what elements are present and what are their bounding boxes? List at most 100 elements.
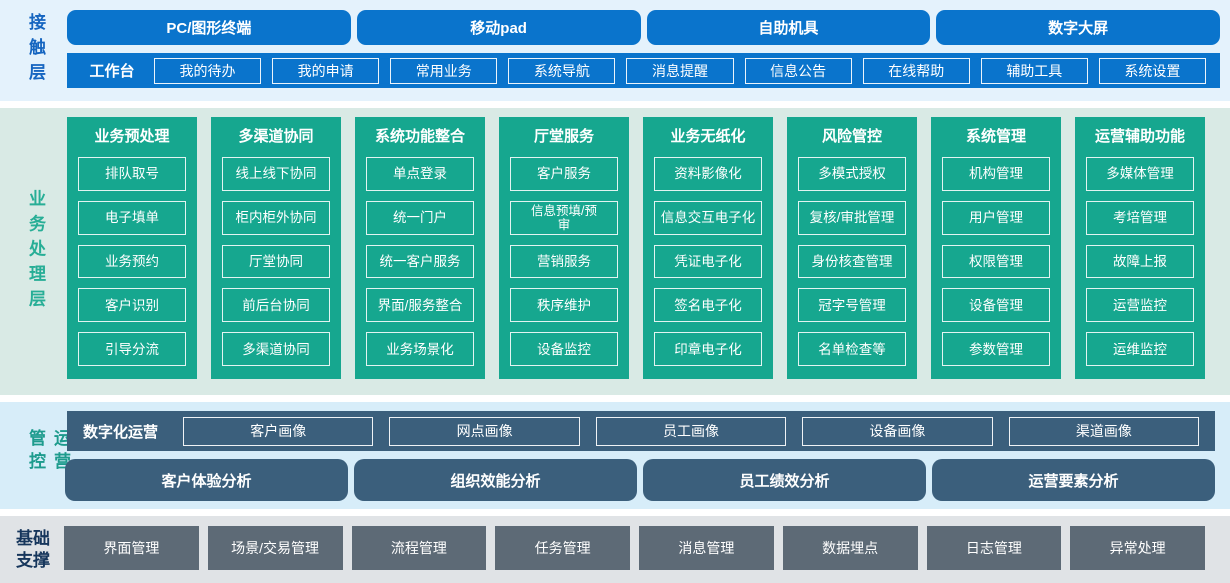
column-item: 业务预约 — [78, 244, 186, 279]
column-item: 印章电子化 — [654, 332, 762, 366]
column-title: 系统功能整合 — [374, 128, 465, 145]
column-item: 运维监控 — [1086, 332, 1194, 366]
channel-item: 数字大屏 — [936, 10, 1220, 45]
column-item: 秩序维护 — [510, 288, 618, 323]
foundation-item: 任务管理 — [495, 526, 630, 570]
foundation-item: 流程管理 — [351, 526, 487, 570]
column-item: 冠字号管理 — [798, 288, 906, 323]
foundation-item: 异常处理 — [1070, 526, 1205, 570]
column-item: 前后台协同 — [222, 288, 330, 323]
column-item: 多媒体管理 — [1086, 157, 1194, 191]
column-item: 界面/服务整合 — [366, 288, 474, 323]
column-item: 复核/审批管理 — [798, 200, 906, 235]
column-title: 业务无纸化 — [670, 128, 746, 145]
contact-layer: 接触层 PC/图形终端 移动pad 自助机具 数字大屏 工作台 我的待办 我的申… — [0, 0, 1230, 101]
workbench-item: 我的待办 — [154, 57, 262, 84]
column-item: 统一门户 — [366, 200, 474, 235]
business-column: 运营辅助功能 多媒体管理 考培管理 故障上报 运营监控 运维监控 — [1075, 117, 1205, 379]
business-column: 系统管理 机构管理 用户管理 权限管理 设备管理 参数管理 — [931, 117, 1061, 379]
column-item: 名单检查等 — [798, 332, 906, 366]
column-title: 风险管控 — [821, 128, 882, 145]
column-item: 签名电子化 — [654, 288, 762, 323]
column-item: 单点登录 — [366, 157, 474, 191]
column-item: 线上线下协同 — [222, 157, 330, 191]
column-item: 客户识别 — [78, 288, 186, 323]
business-column: 系统功能整合 单点登录 统一门户 统一客户服务 界面/服务整合 业务场景化 — [355, 117, 485, 379]
foundation-layer-label: 基础支撑 — [16, 528, 50, 570]
column-cells: 多模式授权 复核/审批管理 身份核查管理 冠字号管理 名单检查等 — [798, 157, 906, 366]
business-columns: 业务预处理 排队取号 电子填单 业务预约 客户识别 引导分流 多渠道协同 线上线… — [67, 117, 1205, 379]
column-item: 信息交互电子化 — [654, 200, 762, 235]
workbench-item: 信息公告 — [744, 57, 852, 84]
column-item: 引导分流 — [78, 332, 186, 366]
column-item: 身份核查管理 — [798, 244, 906, 279]
column-title: 业务预处理 — [94, 128, 170, 145]
workbench-bar: 工作台 我的待办 我的申请 常用业务 系统导航 消息提醒 信息公告 在线帮助 辅… — [67, 53, 1220, 88]
workbench-item: 在线帮助 — [862, 57, 970, 84]
portrait-item: 渠道画像 — [1008, 416, 1200, 446]
column-item: 营销服务 — [510, 244, 618, 279]
column-item: 设备管理 — [942, 288, 1050, 323]
column-item: 凭证电子化 — [654, 244, 762, 279]
analysis-item: 运营要素分析 — [932, 459, 1215, 501]
analysis-row: 客户体验分析 组织效能分析 员工绩效分析 运营要素分析 — [65, 459, 1215, 501]
operation-layer: 运营管控 数字化运营 客户画像 网点画像 员工画像 设备画像 渠道画像 客户体验… — [0, 402, 1230, 509]
foundation-item: 场景/交易管理 — [207, 526, 343, 570]
column-cells: 多媒体管理 考培管理 故障上报 运营监控 运维监控 — [1086, 157, 1194, 366]
analysis-item: 组织效能分析 — [354, 459, 637, 501]
workbench-item: 系统设置 — [1098, 57, 1206, 84]
column-item: 信息预填/预审 — [510, 200, 618, 235]
channel-item: 移动pad — [356, 10, 641, 45]
channel-row: PC/图形终端 移动pad 自助机具 数字大屏 — [67, 10, 1220, 45]
column-cells: 机构管理 用户管理 权限管理 设备管理 参数管理 — [942, 157, 1050, 366]
column-item: 多渠道协同 — [222, 332, 330, 366]
column-item: 厅堂协同 — [222, 244, 330, 279]
business-column: 厅堂服务 客户服务 信息预填/预审 营销服务 秩序维护 设备监控 — [499, 117, 629, 379]
analysis-item: 客户体验分析 — [65, 459, 348, 501]
column-item: 客户服务 — [510, 157, 618, 191]
digital-operation-label: 数字化运营 — [83, 423, 159, 441]
analysis-item: 员工绩效分析 — [643, 459, 926, 501]
column-item: 考培管理 — [1086, 200, 1194, 235]
column-item: 设备监控 — [510, 332, 618, 366]
contact-layer-label: 接触层 — [26, 13, 45, 88]
column-item: 多模式授权 — [798, 157, 906, 191]
business-column: 多渠道协同 线上线下协同 柜内柜外协同 厅堂协同 前后台协同 多渠道协同 — [211, 117, 341, 379]
business-column: 业务预处理 排队取号 电子填单 业务预约 客户识别 引导分流 — [67, 117, 197, 379]
business-layer: 业务处理层 业务预处理 排队取号 电子填单 业务预约 客户识别 引导分流 多渠道… — [0, 108, 1230, 395]
business-column: 风险管控 多模式授权 复核/审批管理 身份核查管理 冠字号管理 名单检查等 — [787, 117, 917, 379]
column-item: 权限管理 — [942, 244, 1050, 279]
foundation-item: 消息管理 — [639, 526, 774, 570]
portrait-item: 客户画像 — [183, 416, 374, 446]
column-cells: 资料影像化 信息交互电子化 凭证电子化 签名电子化 印章电子化 — [654, 157, 762, 366]
column-cells: 单点登录 统一门户 统一客户服务 界面/服务整合 业务场景化 — [366, 157, 474, 366]
business-column: 业务无纸化 资料影像化 信息交互电子化 凭证电子化 签名电子化 印章电子化 — [643, 117, 773, 379]
column-title: 厅堂服务 — [533, 128, 594, 145]
foundation-item: 界面管理 — [64, 526, 199, 570]
workbench-item: 辅助工具 — [980, 57, 1088, 84]
portrait-item: 设备画像 — [802, 416, 993, 446]
column-cells: 线上线下协同 柜内柜外协同 厅堂协同 前后台协同 多渠道协同 — [222, 157, 330, 366]
foundation-row: 界面管理 场景/交易管理 流程管理 任务管理 消息管理 数据埋点 日志管理 异常… — [64, 526, 1205, 570]
column-item: 参数管理 — [942, 332, 1050, 366]
channel-item: 自助机具 — [646, 10, 931, 45]
column-title: 多渠道协同 — [238, 128, 314, 145]
channel-item: PC/图形终端 — [67, 10, 351, 45]
column-item: 电子填单 — [78, 200, 186, 235]
workbench-item: 我的申请 — [272, 57, 380, 84]
foundation-item: 数据埋点 — [782, 526, 918, 570]
foundation-layer: 基础支撑 界面管理 场景/交易管理 流程管理 任务管理 消息管理 数据埋点 日志… — [0, 516, 1230, 583]
column-item: 柜内柜外协同 — [222, 200, 330, 235]
column-item: 业务场景化 — [366, 332, 474, 366]
digital-operation-bar: 数字化运营 客户画像 网点画像 员工画像 设备画像 渠道画像 — [67, 411, 1215, 451]
column-item: 运营监控 — [1086, 288, 1194, 323]
workbench-item: 常用业务 — [390, 57, 498, 84]
column-title: 运营辅助功能 — [1094, 128, 1185, 145]
column-title: 系统管理 — [965, 128, 1026, 145]
portrait-item: 员工画像 — [595, 416, 787, 446]
workbench-item: 系统导航 — [508, 57, 616, 84]
column-item: 故障上报 — [1086, 244, 1194, 279]
portrait-item: 网点画像 — [389, 416, 580, 446]
column-cells: 排队取号 电子填单 业务预约 客户识别 引导分流 — [78, 157, 186, 366]
